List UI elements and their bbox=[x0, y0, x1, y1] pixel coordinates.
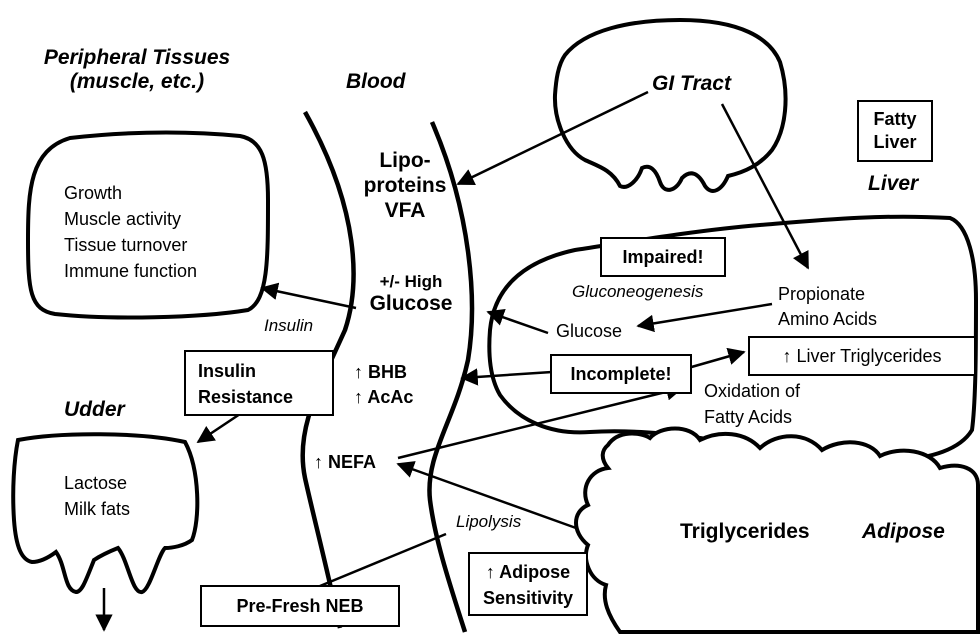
gi-tract-shape bbox=[555, 20, 786, 191]
udder-title: Udder bbox=[64, 398, 125, 422]
lipolysis-label: Lipolysis bbox=[456, 512, 521, 532]
oxidation-line-2: Fatty Acids bbox=[704, 404, 800, 430]
peripheral-title-line-2: (muscle, etc.) bbox=[22, 70, 252, 94]
peripheral-functions-list: Growth Muscle activity Tissue turnover I… bbox=[64, 180, 197, 284]
triglycerides-label: Triglycerides bbox=[680, 520, 810, 544]
glucose-level-label: +/- High Glucose bbox=[356, 272, 466, 316]
liver-title: Liver bbox=[868, 172, 918, 196]
glucose-line-2: Glucose bbox=[356, 292, 466, 316]
adipose-sensitivity-line-2: Sensitivity bbox=[470, 585, 586, 611]
arrow-gi-to-lipoproteins bbox=[458, 92, 648, 184]
vfa-line: VFA bbox=[350, 198, 460, 223]
liver-triglycerides-box: ↑ Liver Triglycerides bbox=[748, 336, 976, 376]
product-lactose: Lactose bbox=[64, 470, 130, 496]
impaired-box: Impaired! bbox=[600, 237, 726, 277]
insulin-resistance-line-2: Resistance bbox=[198, 384, 332, 410]
lipo-line-1: Lipo- bbox=[350, 148, 460, 173]
oxidation-line-1: Oxidation of bbox=[704, 378, 800, 404]
adipose-title: Adipose bbox=[862, 520, 945, 544]
product-milk-fats: Milk fats bbox=[64, 496, 130, 522]
adipose-sensitivity-line-1: ↑ Adipose bbox=[470, 559, 586, 585]
amino-acids-line: Amino Acids bbox=[778, 307, 877, 332]
blood-title: Blood bbox=[346, 70, 405, 94]
nefa-label: ↑ NEFA bbox=[314, 452, 376, 473]
oxidation-label: Oxidation of Fatty Acids bbox=[704, 378, 800, 430]
insulin-resistance-box: Insulin Resistance bbox=[184, 350, 334, 416]
glucose-line-1: +/- High bbox=[356, 272, 466, 292]
pre-fresh-neb-box: Pre-Fresh NEB bbox=[200, 585, 400, 627]
peripheral-tissues-title: Peripheral Tissues (muscle, etc.) bbox=[22, 46, 252, 94]
arrow-glucose-to-peripheral bbox=[262, 288, 356, 308]
peripheral-title-line-1: Peripheral Tissues bbox=[22, 46, 252, 70]
ketones-label: ↑ BHB ↑ AcAc bbox=[354, 360, 413, 410]
incomplete-box: Incomplete! bbox=[550, 354, 692, 394]
bhb-line: ↑ BHB bbox=[354, 360, 413, 385]
function-immune: Immune function bbox=[64, 258, 197, 284]
fatty-liver-line-2: Liver bbox=[859, 131, 931, 154]
udder-products-list: Lactose Milk fats bbox=[64, 470, 130, 522]
gi-tract-title: GI Tract bbox=[652, 72, 731, 96]
function-tissue-turnover: Tissue turnover bbox=[64, 232, 197, 258]
function-growth: Growth bbox=[64, 180, 197, 206]
propionate-line: Propionate bbox=[778, 282, 877, 307]
insulin-resistance-line-1: Insulin bbox=[198, 358, 332, 384]
gluconeogenesis-label: Gluconeogenesis bbox=[572, 282, 703, 302]
insulin-label: Insulin bbox=[264, 316, 313, 336]
lipoproteins-vfa-label: Lipo- proteins VFA bbox=[350, 148, 460, 223]
line-prefresh-to-lipolysis bbox=[320, 534, 446, 586]
adipose-sensitivity-box: ↑ Adipose Sensitivity bbox=[468, 552, 588, 616]
function-muscle-activity: Muscle activity bbox=[64, 206, 197, 232]
liver-glucose-label: Glucose bbox=[556, 321, 622, 342]
lipo-line-2: proteins bbox=[350, 173, 460, 198]
propionate-amino-label: Propionate Amino Acids bbox=[778, 282, 877, 332]
fatty-liver-box: Fatty Liver bbox=[857, 100, 933, 162]
acac-line: ↑ AcAc bbox=[354, 385, 413, 410]
fatty-liver-line-1: Fatty bbox=[859, 108, 931, 131]
